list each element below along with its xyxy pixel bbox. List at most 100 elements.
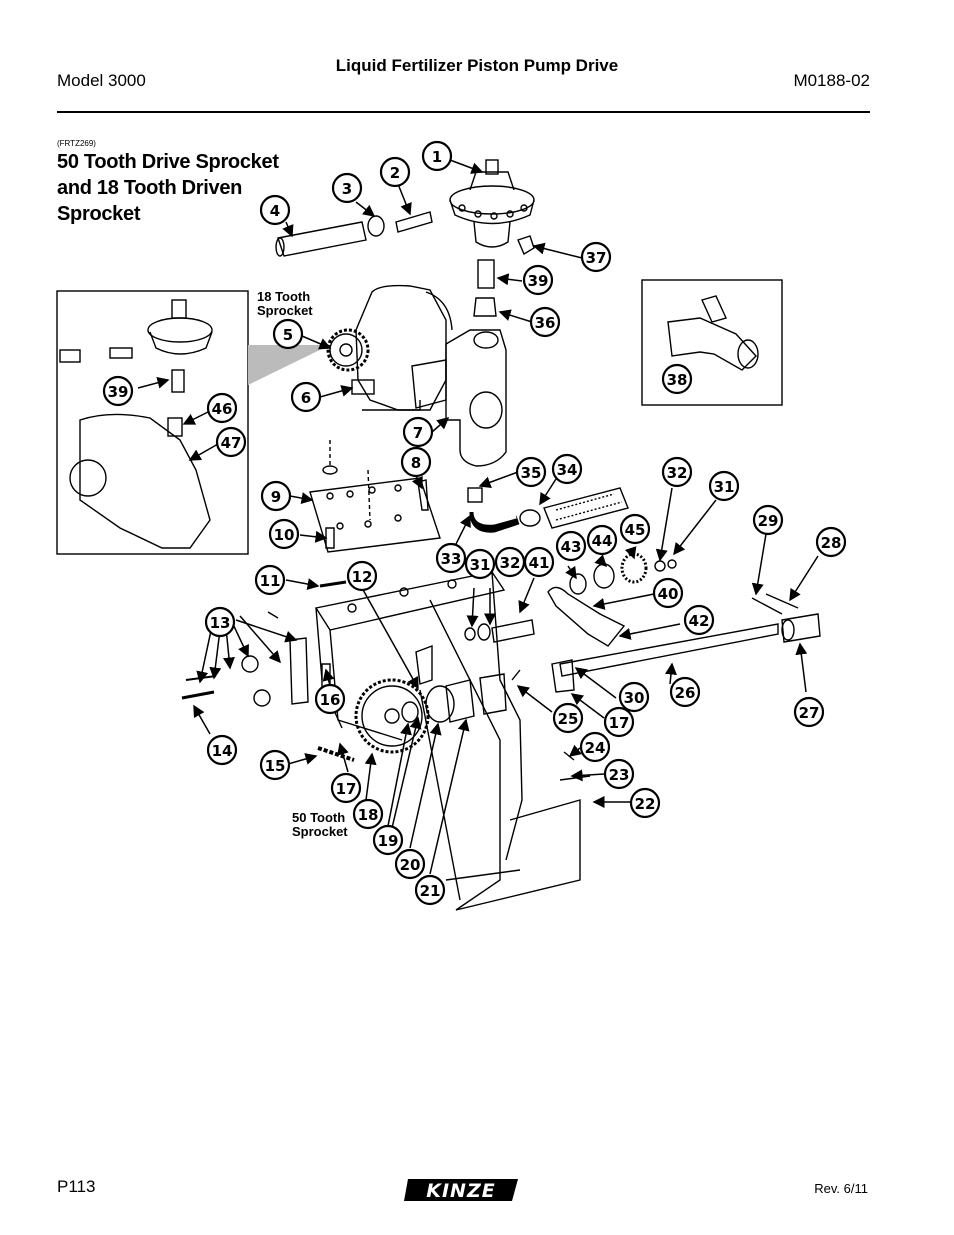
label-18-tooth-line2: Sprocket bbox=[257, 303, 313, 318]
callout-16: 16 bbox=[314, 683, 346, 715]
inset-box-fitting bbox=[641, 279, 783, 406]
leader-lines bbox=[137, 159, 819, 875]
callout-46: 46 bbox=[206, 392, 238, 424]
callout-number: 43 bbox=[561, 538, 582, 556]
hose-clamp bbox=[367, 215, 385, 237]
callout-circle bbox=[435, 542, 467, 574]
callout-number: 6 bbox=[301, 389, 311, 407]
callout-2: 2 bbox=[379, 156, 411, 188]
callout-circle bbox=[669, 676, 701, 708]
sprocket-18-tooth bbox=[326, 328, 370, 372]
callout-1: 1 bbox=[421, 140, 453, 172]
callout-number: 47 bbox=[221, 434, 242, 452]
label-50-tooth-line2: Sprocket bbox=[292, 824, 348, 839]
callout-12: 12 bbox=[346, 560, 378, 592]
callout-circle bbox=[421, 140, 453, 172]
callout-circle bbox=[551, 453, 583, 485]
arm bbox=[547, 586, 626, 647]
fitting bbox=[667, 295, 759, 371]
callout-number: 2 bbox=[390, 164, 400, 182]
callout-circle bbox=[206, 392, 238, 424]
callout-number: 45 bbox=[625, 521, 646, 539]
drive-shaft bbox=[559, 623, 779, 677]
callout-17: 17 bbox=[603, 706, 635, 738]
revision: Rev. 6/11 bbox=[814, 1181, 868, 1196]
callout-circle bbox=[555, 530, 587, 562]
inset-pump-sketch bbox=[59, 299, 213, 549]
callout-circle bbox=[629, 787, 661, 819]
piston-pump bbox=[449, 159, 535, 248]
callout-40: 40 bbox=[652, 577, 684, 609]
callout-circle bbox=[529, 306, 561, 338]
callout-circle bbox=[259, 749, 291, 781]
callout-number: 7 bbox=[413, 424, 423, 442]
callout-number: 13 bbox=[210, 614, 231, 632]
callout-number: 39 bbox=[528, 272, 549, 290]
callout-number: 23 bbox=[609, 766, 630, 784]
callout-39: 39 bbox=[102, 375, 134, 407]
callout-20: 20 bbox=[394, 848, 426, 880]
callout-32: 32 bbox=[661, 456, 693, 488]
callout-number: 1 bbox=[432, 148, 442, 166]
callout-42: 42 bbox=[683, 604, 715, 636]
callout-number: 32 bbox=[667, 464, 688, 482]
callout-circle bbox=[708, 470, 740, 502]
callout-number: 31 bbox=[470, 556, 491, 574]
callout-number: 42 bbox=[689, 612, 710, 630]
pump-body bbox=[411, 329, 507, 467]
kinze-logo: KINZE bbox=[404, 1179, 518, 1202]
valve bbox=[473, 297, 497, 317]
callout-circle bbox=[661, 456, 693, 488]
callout-41: 41 bbox=[523, 546, 555, 578]
callout-circle bbox=[206, 734, 238, 766]
part-drawings bbox=[56, 159, 821, 911]
callout-number: 3 bbox=[342, 180, 352, 198]
callout-number: 46 bbox=[212, 400, 233, 418]
callout-circle bbox=[314, 683, 346, 715]
callout-5: 5 bbox=[272, 318, 304, 350]
callout-number: 35 bbox=[521, 464, 542, 482]
callout-circle bbox=[268, 518, 300, 550]
callout-circle bbox=[331, 172, 363, 204]
callout-circle bbox=[619, 513, 651, 545]
callout-circle bbox=[394, 848, 426, 880]
callout-21: 21 bbox=[414, 874, 446, 906]
callout-circle bbox=[683, 604, 715, 636]
callout-number: 14 bbox=[212, 742, 233, 760]
callout-45: 45 bbox=[619, 513, 651, 545]
callout-circle bbox=[254, 564, 286, 596]
callout-number: 36 bbox=[535, 314, 556, 332]
callout-35: 35 bbox=[515, 456, 547, 488]
callout-13: 13 bbox=[204, 606, 236, 638]
callout-32: 32 bbox=[494, 546, 526, 578]
callout-38: 38 bbox=[661, 363, 693, 395]
callout-3: 3 bbox=[331, 172, 363, 204]
callout-19: 19 bbox=[372, 824, 404, 856]
callout-circle bbox=[204, 606, 236, 638]
callout-number: 12 bbox=[352, 568, 373, 586]
callout-11: 11 bbox=[254, 564, 286, 596]
inset-box-pump bbox=[56, 290, 249, 555]
callout-number: 26 bbox=[675, 684, 696, 702]
shaft bbox=[277, 221, 367, 257]
callout-number: 24 bbox=[585, 739, 606, 757]
callout-circle bbox=[346, 560, 378, 592]
callout-30: 30 bbox=[618, 681, 650, 713]
callout-43: 43 bbox=[555, 530, 587, 562]
callout-4: 4 bbox=[259, 194, 291, 226]
callout-15: 15 bbox=[259, 749, 291, 781]
callout-number: 33 bbox=[441, 550, 462, 568]
callout-number: 38 bbox=[667, 371, 688, 389]
callout-14: 14 bbox=[206, 734, 238, 766]
callout-28: 28 bbox=[815, 526, 847, 558]
callout-number: 22 bbox=[635, 795, 656, 813]
callout-circle bbox=[102, 375, 134, 407]
mounting-bracket bbox=[314, 571, 591, 911]
callout-number: 11 bbox=[260, 572, 281, 590]
callout-47: 47 bbox=[215, 426, 247, 458]
callout-circle bbox=[260, 480, 292, 512]
spring bbox=[477, 259, 495, 289]
callout-number: 39 bbox=[108, 383, 129, 401]
